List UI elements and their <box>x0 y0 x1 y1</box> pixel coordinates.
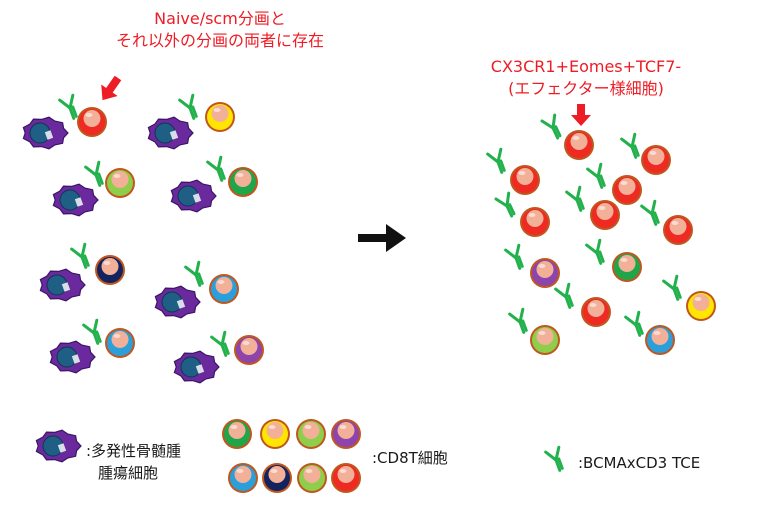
tce-antibody-left-2 <box>178 93 198 120</box>
tce-antibody-right-4 <box>586 162 606 189</box>
legend-t-cell-3 <box>296 419 326 449</box>
tce-antibody-right-1 <box>540 113 562 140</box>
tce-antibody-right-6 <box>565 185 585 212</box>
tce-antibody-left-8 <box>210 330 230 357</box>
tce-antibody-right-8 <box>504 243 524 270</box>
t-cell-left-7 <box>105 328 135 358</box>
left-callout: Naive/scm分画と それ以外の分画の両者に存在 <box>100 8 340 52</box>
t-cell-right-8 <box>530 258 560 288</box>
t-cell-right-6 <box>590 200 620 230</box>
right-callout: CX3CR1+Eomes+TCF7- (エフェクター様細胞) <box>466 56 706 100</box>
tce-antibody-right-7 <box>640 199 660 226</box>
legend-tce-icon <box>544 445 564 472</box>
tce-antibody-right-3 <box>486 147 506 174</box>
tce-antibody-right-10 <box>554 282 574 309</box>
legend-t-cell-2 <box>260 419 290 449</box>
legend-myeloma-line1: :多発性骨髄腫 <box>86 442 182 460</box>
legend-t-cell-7 <box>297 463 327 493</box>
arrows-layer <box>101 75 591 252</box>
left-callout-line2: それ以外の分画の両者に存在 <box>115 31 324 50</box>
legend-t-cell-4 <box>331 419 361 449</box>
t-cell-left-3 <box>105 168 135 198</box>
tce-antibody-right-13 <box>624 310 644 337</box>
t-cell-right-3 <box>510 165 540 195</box>
myeloma-cell-5 <box>39 268 86 302</box>
legend-t-cell-6 <box>262 463 292 493</box>
tce-antibody-right-5 <box>494 191 516 218</box>
left-pointer-arrow <box>101 75 122 101</box>
t-cell-right-11 <box>686 291 716 321</box>
t-cell-left-2 <box>205 102 235 132</box>
myeloma-cell-4 <box>170 179 217 213</box>
legend-t-cell-5 <box>228 463 258 493</box>
t-cell-right-1 <box>564 130 594 160</box>
legend-myeloma-line2: 腫瘍細胞 <box>98 464 159 482</box>
t-cell-right-4 <box>612 175 642 205</box>
t-cell-left-4 <box>228 167 258 197</box>
myeloma-cell-2 <box>147 116 194 150</box>
legend-myeloma-icon <box>35 429 82 463</box>
t-cell-right-12 <box>530 325 560 355</box>
tce-antibody-left-7 <box>82 318 102 345</box>
right-callout-line1: CX3CR1+Eomes+TCF7- <box>490 57 682 76</box>
tce-antibodies-layer <box>58 93 682 472</box>
tce-antibody-left-3 <box>84 160 104 187</box>
legend-cd8t-label: :CD8T細胞 <box>372 449 448 467</box>
t-cell-left-1 <box>77 107 107 137</box>
myeloma-cells-layer <box>22 116 220 463</box>
legend-myeloma-label: :多発性骨髄腫 腫瘍細胞 <box>86 440 181 484</box>
tce-antibody-right-11 <box>662 274 682 301</box>
t-cell-right-5 <box>520 207 550 237</box>
myeloma-cell-8 <box>173 350 220 384</box>
left-callout-line1: Naive/scm分画と <box>154 9 286 28</box>
t-cell-right-10 <box>581 297 611 327</box>
legend-t-cell-8 <box>331 463 361 493</box>
t-cell-right-9 <box>612 252 642 282</box>
t-cell-right-2 <box>641 145 671 175</box>
myeloma-cell-3 <box>52 183 99 217</box>
tce-antibody-left-4 <box>206 155 226 182</box>
transition-arrow <box>358 224 406 252</box>
tce-antibody-right-9 <box>585 238 605 265</box>
t-cell-right-7 <box>663 215 693 245</box>
tce-antibody-left-1 <box>58 93 78 120</box>
t-cell-left-5 <box>95 255 125 285</box>
legend-t-cell-1 <box>222 419 252 449</box>
tce-antibody-right-12 <box>508 307 528 334</box>
tce-antibody-left-5 <box>70 242 90 269</box>
t-cell-left-6 <box>209 274 239 304</box>
myeloma-cell-6 <box>154 285 201 319</box>
t-cell-right-13 <box>645 325 675 355</box>
myeloma-cell-7 <box>49 340 96 374</box>
right-callout-line2: (エフェクター様細胞) <box>508 79 664 98</box>
tce-antibody-right-2 <box>620 132 640 159</box>
t-cells-layer <box>77 102 716 493</box>
myeloma-cell-1 <box>22 116 69 150</box>
t-cell-left-8 <box>234 335 264 365</box>
tce-antibody-left-6 <box>184 260 204 287</box>
legend-tce-label: :BCMAxCD3 TCE <box>578 454 701 472</box>
right-pointer-arrow <box>571 104 591 126</box>
